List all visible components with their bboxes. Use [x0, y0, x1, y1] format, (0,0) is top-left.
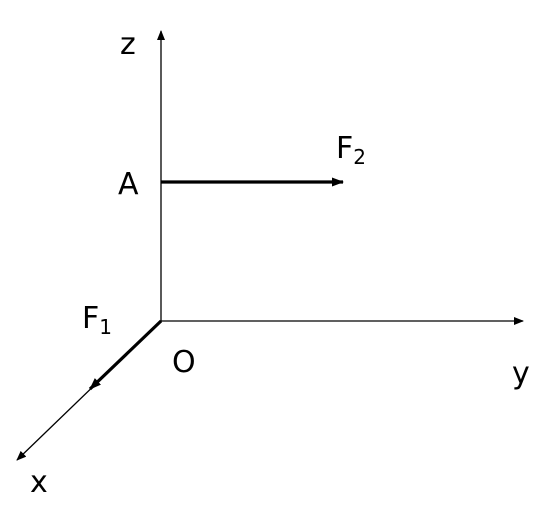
force2-letter: F: [336, 131, 353, 166]
force1-subscript: 1: [99, 315, 112, 339]
force1-label: F1: [82, 301, 112, 339]
point-a-label: A: [118, 167, 139, 202]
force1-arrow: [88, 319, 163, 391]
z-axis-label: z: [120, 27, 136, 62]
force1-letter: F: [82, 301, 99, 336]
x-axis-label: x: [30, 465, 48, 500]
force2-subscript: 2: [353, 145, 366, 169]
y-axis-label: y: [512, 356, 530, 391]
origin-label: O: [172, 345, 196, 380]
force2-label: F2: [336, 131, 366, 169]
